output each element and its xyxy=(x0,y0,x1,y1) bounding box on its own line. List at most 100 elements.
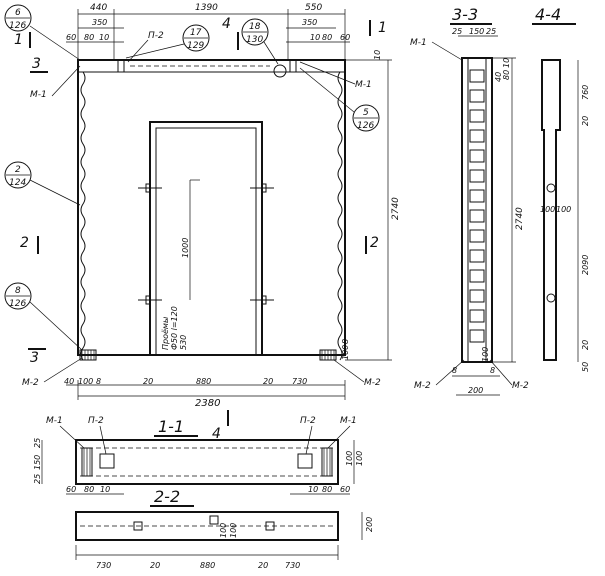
svg-text:150: 150 xyxy=(33,455,42,470)
dim-bottom-100: 100 xyxy=(78,377,93,386)
view-11-title: 1-1 xyxy=(158,417,184,436)
dim-60-right: 60 xyxy=(340,33,350,42)
label-p2-top: П-2 xyxy=(148,31,164,41)
view11-p2-left: П-2 xyxy=(88,416,104,426)
svg-text:126: 126 xyxy=(9,299,26,309)
view33-m2-left: М-2 xyxy=(414,381,431,391)
svg-text:25: 25 xyxy=(33,438,42,448)
svg-text:6: 6 xyxy=(15,8,21,18)
dim-bottom-730: 730 xyxy=(292,377,307,386)
dim-10-right: 10 xyxy=(310,33,320,42)
dim-top-1390: 1390 xyxy=(195,3,218,13)
view11-m1-right: М-1 xyxy=(340,416,357,426)
svg-text:2090: 2090 xyxy=(581,255,590,275)
dim-right-10: 10 xyxy=(373,50,382,60)
svg-text:100: 100 xyxy=(540,205,555,214)
dim-br-100: 100 xyxy=(341,345,350,360)
view-44-title: 4-4 xyxy=(535,5,561,24)
svg-text:25: 25 xyxy=(33,474,42,484)
section-mark-2-right: 2 xyxy=(370,235,379,251)
label-m1-right: М-1 xyxy=(355,80,372,90)
svg-text:20: 20 xyxy=(150,561,160,570)
section-mark-1-left: 1 xyxy=(14,32,23,48)
svg-text:25: 25 xyxy=(452,27,462,36)
dim-top-550: 550 xyxy=(305,3,322,13)
svg-text:80: 80 xyxy=(84,485,94,494)
svg-text:100: 100 xyxy=(355,451,364,466)
svg-text:760: 760 xyxy=(581,85,590,100)
svg-text:50: 50 xyxy=(581,362,590,372)
view-4-4: 4-4 760 20 2090 20 50 100 100 xyxy=(532,5,590,372)
label-m1-left: М-1 xyxy=(30,90,47,100)
opening-note-3: 530 xyxy=(179,335,188,350)
dim-height-2740: 2740 xyxy=(391,197,401,220)
view-1-1: 1-1 4 25 150 25 М-1 П-2 П-2 М-1 60 80 10… xyxy=(33,410,364,495)
dim-80-left: 80 xyxy=(84,33,94,42)
svg-text:130: 130 xyxy=(246,35,263,45)
dim-opening-1000: 1000 xyxy=(181,238,190,258)
view-22-title: 2-2 xyxy=(154,487,180,506)
svg-text:880: 880 xyxy=(200,561,215,570)
svg-text:80: 80 xyxy=(502,70,511,80)
svg-text:200: 200 xyxy=(468,386,483,395)
svg-text:60: 60 xyxy=(66,485,76,494)
svg-text:10: 10 xyxy=(100,485,110,494)
section-mark-3-bottom: 3 xyxy=(30,350,39,366)
dim-10-left: 10 xyxy=(99,33,109,42)
svg-text:60: 60 xyxy=(340,485,350,494)
svg-text:20: 20 xyxy=(258,561,268,570)
dim-350-right: 350 xyxy=(302,18,317,27)
svg-text:17: 17 xyxy=(190,28,202,38)
svg-text:100: 100 xyxy=(229,523,238,538)
svg-text:8: 8 xyxy=(452,366,457,375)
svg-text:730: 730 xyxy=(96,561,111,570)
callout-17-129: 17 129 xyxy=(125,24,210,59)
dim-top-440: 440 xyxy=(90,3,107,13)
view11-p2-right: П-2 xyxy=(300,416,316,426)
dim-br-8: 8 xyxy=(341,339,350,344)
dim-bottom-8: 8 xyxy=(96,377,101,386)
label-m2-left: М-2 xyxy=(22,378,39,388)
svg-text:8: 8 xyxy=(15,286,21,296)
svg-text:200: 200 xyxy=(365,517,374,532)
dim-80-right: 80 xyxy=(322,33,332,42)
dim-bottom-20b: 20 xyxy=(263,377,273,386)
svg-text:100: 100 xyxy=(556,205,571,214)
view11-mark-4: 4 xyxy=(212,426,221,442)
view-3-3: 3-3 25 150 25 М-1 10 40 80 2740 8 200 8 … xyxy=(410,5,529,396)
section-mark-2-left: 2 xyxy=(20,235,29,251)
view11-m1-left: М-1 xyxy=(46,416,63,426)
svg-text:129: 129 xyxy=(187,41,204,51)
dim-bottom-880: 880 xyxy=(196,377,211,386)
view33-m2-right: М-2 xyxy=(512,381,529,391)
dim-60-left: 60 xyxy=(66,33,76,42)
svg-text:18: 18 xyxy=(249,22,261,32)
svg-text:40: 40 xyxy=(494,72,503,82)
dim-bottom-40: 40 xyxy=(64,377,74,386)
dim-350-left: 350 xyxy=(92,18,107,27)
svg-text:126: 126 xyxy=(357,121,374,131)
label-m2-right: М-2 xyxy=(364,378,381,388)
svg-text:150: 150 xyxy=(469,27,484,36)
opening-note-2: Ф50 l=120 xyxy=(170,306,179,350)
section-mark-4: 4 xyxy=(222,16,231,32)
svg-text:10: 10 xyxy=(502,58,511,68)
section-mark-3-top: 3 xyxy=(32,56,41,72)
svg-text:124: 124 xyxy=(9,178,26,188)
svg-text:5: 5 xyxy=(363,108,369,118)
view33-height: 2740 xyxy=(515,207,525,230)
svg-text:2: 2 xyxy=(15,165,21,175)
callout-18-130: 18 130 xyxy=(241,18,279,65)
opening-note-1: Проёмы xyxy=(161,317,170,350)
view33-teeth xyxy=(469,69,485,343)
section-mark-1-right: 1 xyxy=(378,20,387,36)
svg-text:730: 730 xyxy=(285,561,300,570)
callout-5-126: 5 126 xyxy=(299,67,380,132)
view-2-2: 2-2 730 20 880 20 730 100 100 200 xyxy=(75,487,374,570)
view33-m1: М-1 xyxy=(410,38,427,48)
svg-text:25: 25 xyxy=(486,27,496,36)
svg-text:10: 10 xyxy=(308,485,318,494)
callout-6-126: 6 126 xyxy=(4,4,81,61)
callout-2-124: 2 124 xyxy=(4,161,81,206)
